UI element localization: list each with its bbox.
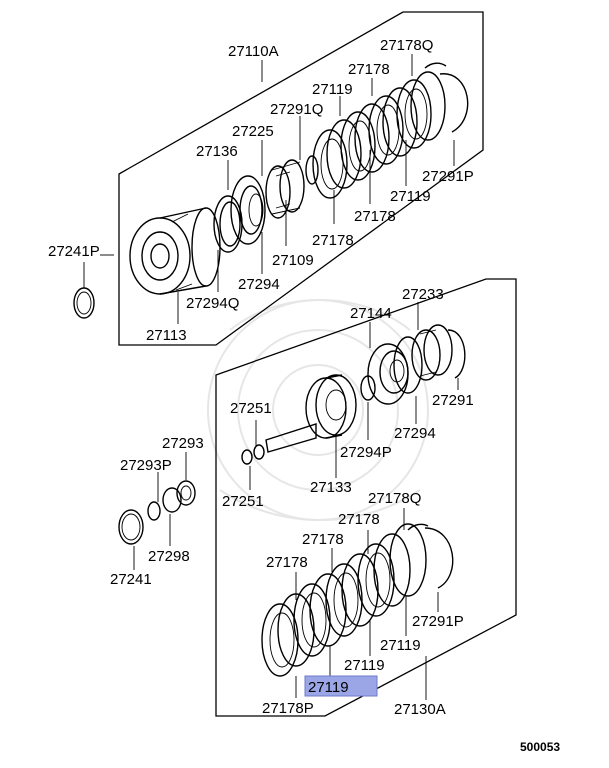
label-27144[interactable]: 27144 bbox=[350, 305, 392, 322]
label-27291P-lower[interactable]: 27291P bbox=[412, 613, 464, 630]
label-27119-lower-2[interactable]: 27119 bbox=[344, 657, 385, 674]
label-27178Q-upper[interactable]: 27178Q bbox=[380, 37, 433, 54]
label-27293[interactable]: 27293 bbox=[162, 435, 204, 452]
thrust-bearing-27293[interactable] bbox=[162, 480, 196, 513]
return-spring-27225[interactable] bbox=[265, 159, 305, 219]
label-27225[interactable]: 27225 bbox=[232, 123, 274, 140]
label-27293P[interactable]: 27293P bbox=[120, 457, 172, 474]
label-27110A[interactable]: 27110A bbox=[228, 43, 279, 60]
snap-ring-27291P-lower[interactable] bbox=[407, 523, 454, 589]
bearing-27233[interactable] bbox=[411, 324, 453, 381]
label-27119-upper-2[interactable]: 27119 bbox=[390, 188, 431, 205]
input-shaft-27133[interactable] bbox=[265, 374, 357, 453]
label-27178-upper-3[interactable]: 27178 bbox=[312, 232, 354, 249]
piston-seal-27294Q[interactable] bbox=[213, 195, 243, 253]
label-27133[interactable]: 27133 bbox=[310, 479, 352, 496]
clutch-hub-27144[interactable] bbox=[367, 343, 409, 405]
diagram-reference-number: 500053 bbox=[520, 740, 561, 754]
label-27119-upper-1[interactable]: 27119 bbox=[312, 81, 353, 98]
label-27178-lower-3[interactable]: 27178 bbox=[266, 554, 308, 571]
label-27113[interactable]: 27113 bbox=[146, 327, 187, 344]
label-27109[interactable]: 27109 bbox=[272, 252, 314, 269]
snap-ring-27291[interactable] bbox=[447, 329, 466, 379]
watermark-emblem bbox=[207, 299, 429, 521]
label-27178-lower-2[interactable]: 27178 bbox=[302, 531, 344, 548]
race-27293P[interactable] bbox=[147, 501, 161, 521]
leader-lines bbox=[83, 54, 459, 700]
label-27294P[interactable]: 27294P bbox=[340, 444, 392, 461]
upper-assembly-frame bbox=[118, 11, 484, 346]
label-27294-lower[interactable]: 27294 bbox=[394, 425, 436, 442]
label-27294[interactable]: 27294 bbox=[238, 276, 280, 293]
label-27178-lower-1[interactable]: 27178 bbox=[338, 511, 380, 528]
label-27294Q[interactable]: 27294Q bbox=[186, 295, 239, 312]
clutch-plates-upper[interactable] bbox=[312, 71, 446, 199]
lower-assembly-frame bbox=[215, 278, 517, 717]
label-27251-bottom[interactable]: 27251 bbox=[222, 493, 264, 510]
label-27178-upper-2[interactable]: 27178 bbox=[354, 208, 396, 225]
part-labels: 27110A 27178Q 27178 27119 27291Q 27225 2… bbox=[48, 37, 474, 718]
snap-ring-27241[interactable] bbox=[118, 509, 144, 545]
label-27136[interactable]: 27136 bbox=[196, 143, 238, 160]
label-27178Q-lower[interactable]: 27178Q bbox=[368, 490, 421, 507]
label-27291[interactable]: 27291 bbox=[432, 392, 474, 409]
label-27291Q[interactable]: 27291Q bbox=[270, 101, 323, 118]
label-27241P[interactable]: 27241P bbox=[48, 243, 100, 260]
label-27251-top[interactable]: 27251 bbox=[230, 400, 272, 417]
label-27291P-upper[interactable]: 27291P bbox=[422, 168, 474, 185]
piston-27136[interactable] bbox=[230, 175, 266, 245]
clutch-plates-lower[interactable] bbox=[261, 523, 427, 677]
snap-ring-27291Q[interactable] bbox=[305, 155, 319, 185]
seal-27294[interactable] bbox=[393, 336, 423, 394]
label-27130A[interactable]: 27130A bbox=[394, 701, 446, 718]
label-27233[interactable]: 27233 bbox=[402, 286, 444, 303]
snap-ring-27241P[interactable] bbox=[73, 287, 95, 319]
snap-ring-27291P-upper[interactable] bbox=[424, 62, 469, 133]
selected-part-highlight bbox=[304, 675, 378, 697]
label-27241[interactable]: 27241 bbox=[110, 571, 152, 588]
label-27119-selected[interactable]: 27119 bbox=[308, 679, 349, 696]
label-27178P[interactable]: 27178P bbox=[262, 700, 314, 717]
clutch-drum-27113[interactable] bbox=[129, 207, 221, 295]
label-27298[interactable]: 27298 bbox=[148, 548, 190, 565]
label-27178-upper-1[interactable]: 27178 bbox=[348, 61, 390, 78]
thrust-washers-27251[interactable] bbox=[241, 444, 265, 465]
label-27119-lower-1[interactable]: 27119 bbox=[380, 637, 421, 654]
